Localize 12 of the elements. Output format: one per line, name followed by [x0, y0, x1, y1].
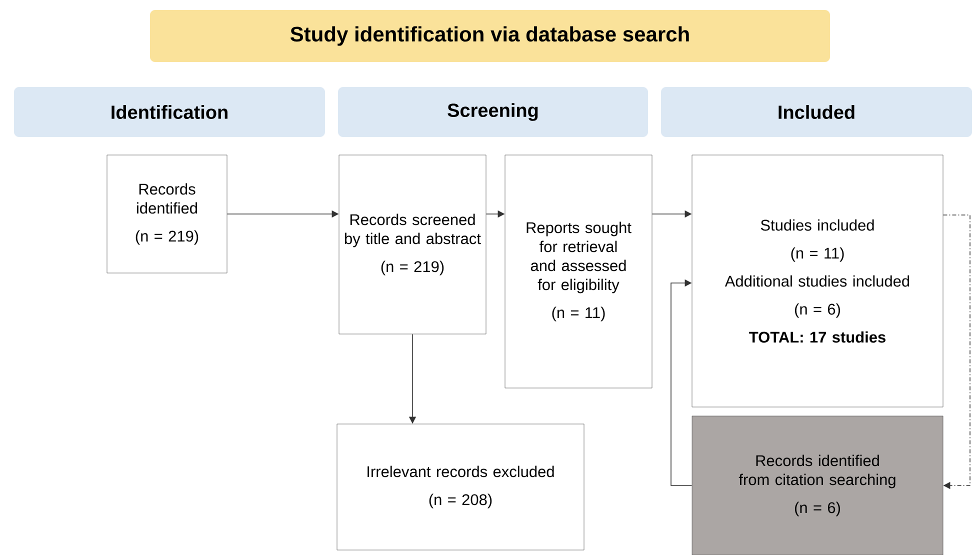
- process-box: Records screened by title and abstract (n = 219): [338, 154, 486, 334]
- process-box: Records identified (n = 219): [106, 154, 228, 274]
- process-box: Reports sought for retrieval and assessed for eligibility (n = 11): [504, 154, 652, 388]
- process-box: Studies included (n = 11) Additional studies included (n = 6) TOTAL: 17 studies: [692, 154, 944, 408]
- process-box: Irrelevant records excluded (n = 208): [336, 424, 584, 550]
- phase-header: Included: [661, 87, 972, 137]
- process-box: Records identified from citation searching (n = 6): [692, 416, 944, 555]
- arrow: [670, 279, 692, 486]
- dashed-arrow: [942, 214, 970, 490]
- phase-header: Screening: [338, 87, 648, 137]
- phase-header: Identification: [14, 87, 325, 137]
- title-banner: Study identification via database search: [150, 10, 830, 62]
